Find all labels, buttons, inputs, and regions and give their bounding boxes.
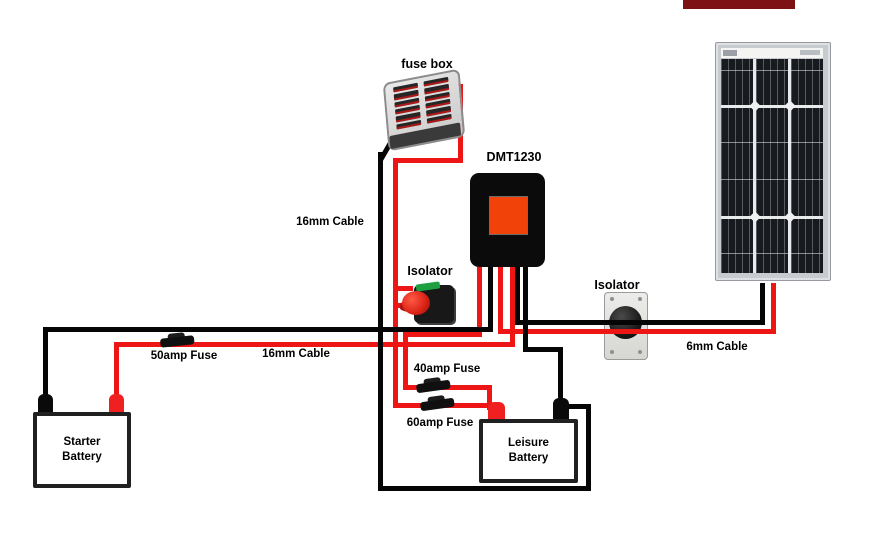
controller-display-icon [489,196,528,235]
cell-diamond-icon [784,100,796,112]
cell-diamond-icon [784,211,796,223]
panel-cells [721,59,823,273]
fuse-base-icon [419,397,455,412]
cell-divider [721,70,823,71]
cell-diamond-icon [749,211,761,223]
solar-isolator-label: Isolator [594,278,640,292]
red-banner [683,0,795,9]
leisure-negative-terminal [553,398,569,422]
cell-diamond-icon [749,100,761,112]
panel-sticker-icon [800,50,820,55]
panel-label-strip [721,48,823,58]
cell-divider [721,216,823,219]
screw-icon [610,350,614,354]
wire-solar-positive [498,329,776,334]
wire-40amp-fuse-line [487,385,492,410]
wire-starter-negative [43,330,48,400]
wire-solar-negative [760,283,765,325]
controller-label: DMT1230 [486,150,542,164]
wire-leisure-positive [403,332,482,337]
wire-starter-positive [114,347,119,400]
solar-panel [715,42,831,281]
starter-battery-label: Battery [62,451,102,463]
wire-fusebox-ground [561,404,591,409]
cable-16mm-label-bottom: 16mm Cable [262,348,330,360]
cell-divider [721,142,823,143]
panel-sticker-icon [723,50,737,56]
starter-negative-terminal [38,394,53,415]
wire-fusebox-ground [586,404,591,491]
wire-fusebox-ground [378,486,591,491]
wire-isolator-stub [395,286,413,291]
wire-isolator-feed [393,158,398,408]
cell-divider [753,59,756,273]
leisure-battery: Leisure Battery [479,419,578,483]
wire-solar-positive [498,267,503,334]
cell-divider [721,179,823,180]
wire-starter-positive [114,342,515,347]
screw-icon [638,297,642,301]
wire-solar-negative [515,267,520,325]
wire-starter-negative [488,267,493,332]
screw-icon [610,297,614,301]
leisure-battery-label: Leisure [508,437,549,449]
wire-starter-positive [510,267,515,347]
wire-solar-negative [515,320,765,325]
wire-fusebox-ground [378,152,383,490]
battery-isolator [399,281,454,325]
cell-divider [788,59,791,273]
wire-starter-negative [43,327,493,332]
cell-divider [721,253,823,254]
starter-battery-label: Starter [63,436,101,448]
cable-6mm-label: 6mm Cable [686,341,748,353]
fuse-40amp-label: 40amp Fuse [413,363,481,375]
fuse-60amp-label: 60amp Fuse [406,417,474,429]
wire-leisure-positive [403,332,408,390]
cell-divider [721,105,823,108]
fuse-50amp-label: 50amp Fuse [150,350,218,362]
cable-16mm-label-top: 16mm Cable [296,216,364,228]
solar-isolator [604,292,648,360]
wire-leisure-positive [477,267,482,337]
starter-battery: Starter Battery [33,412,131,488]
fuse-box [382,68,466,152]
wire-leisure-negative [523,267,528,352]
red-knob-icon [402,291,430,315]
starter-positive-terminal [109,394,124,415]
leisure-positive-terminal [488,402,505,422]
fuse-box-label: fuse box [401,57,453,71]
leisure-battery-label: Battery [508,452,549,464]
fuse-base-icon [415,379,451,394]
screw-icon [638,350,642,354]
battery-isolator-label: Isolator [407,264,453,278]
wire-fusebox-feed [395,158,463,163]
wire-leisure-negative [558,347,563,404]
wire-solar-positive [771,283,776,334]
fuse-holder-50amp [159,331,195,348]
dmt1230-controller [470,173,545,267]
wire-leisure-negative [523,347,563,352]
